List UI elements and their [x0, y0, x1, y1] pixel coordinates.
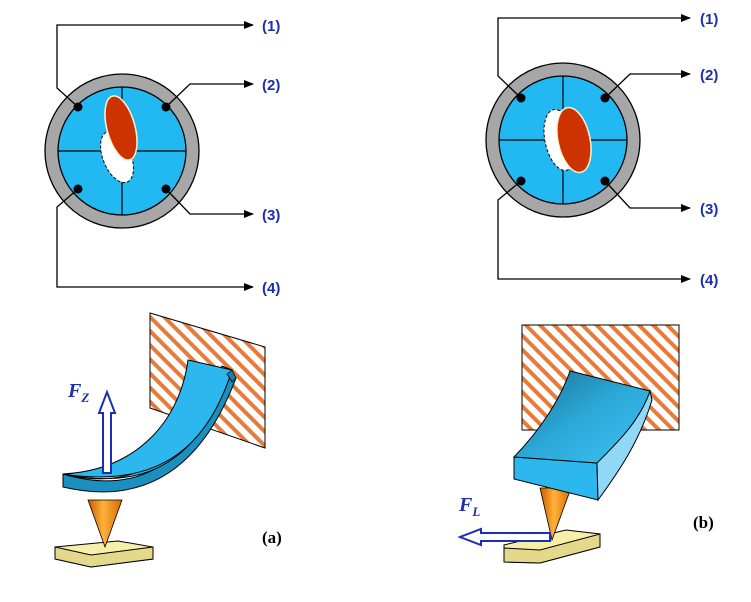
- twisted-cantilever-b: [512, 370, 653, 502]
- port-label-1: (1): [262, 18, 280, 35]
- force-label-fz: FZ: [67, 380, 89, 405]
- laser-spot-b: [543, 106, 592, 174]
- port-label-2: (2): [262, 77, 280, 94]
- signal-wires-a: [56, 21, 254, 291]
- force-label-fl: FL: [458, 494, 480, 519]
- panel-label-b: (b): [693, 513, 714, 532]
- laser-spot-a: [100, 95, 138, 184]
- panel-a-detector: (1) (2) (3) (4): [44, 18, 280, 297]
- port-label-4: (4): [262, 280, 280, 297]
- afm-tip-a: [87, 499, 123, 549]
- signal-wires-b: [497, 14, 691, 283]
- port-label-4: (4): [700, 272, 718, 289]
- port-label-2: (2): [700, 67, 718, 84]
- bent-cantilever-a: [62, 359, 237, 493]
- panel-b-detector: (1) (2) (3) (4): [485, 11, 718, 289]
- port-label-3: (3): [262, 207, 280, 224]
- panel-label-a: (a): [262, 528, 282, 547]
- port-label-3: (3): [700, 201, 718, 218]
- panel-a-cantilever-assembly: FZ (a): [54, 312, 282, 568]
- panel-b-cantilever-assembly: FL (b): [457, 324, 714, 564]
- force-arrow-up: [97, 389, 117, 474]
- port-label-1: (1): [700, 11, 718, 28]
- force-arrow-left: [457, 527, 551, 547]
